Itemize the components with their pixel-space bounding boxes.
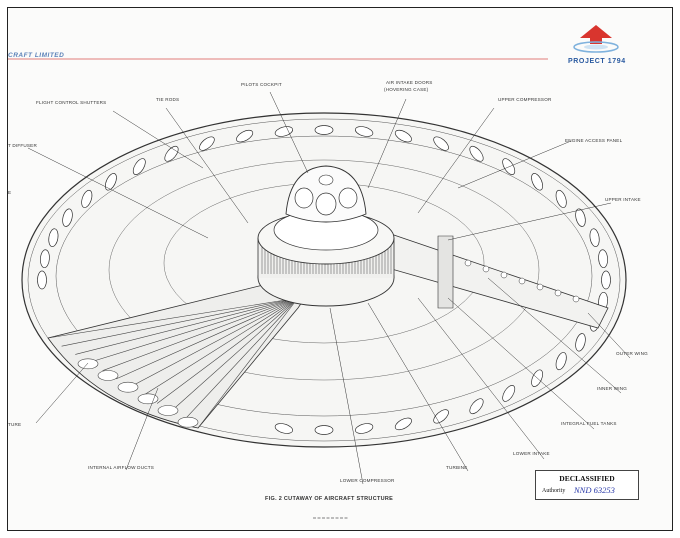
figure-caption: FIG. 2 CUTAWAY OF AIRCRAFT STRUCTURE xyxy=(265,496,394,502)
duct-outlet xyxy=(117,381,139,393)
shutter-oval xyxy=(236,129,254,143)
wing-hole xyxy=(482,265,490,273)
label-engine-access-panel: ENGINE ACCESS PANEL xyxy=(565,138,623,143)
shutter-oval xyxy=(354,126,374,137)
shutter-oval xyxy=(394,417,412,431)
shutter-oval xyxy=(132,158,146,175)
shutter-oval xyxy=(314,425,334,435)
shutter-oval xyxy=(531,173,544,191)
duct-outlet xyxy=(77,358,99,370)
duct-line xyxy=(170,297,299,412)
shutter-oval xyxy=(81,189,93,208)
wing-hole xyxy=(554,289,562,297)
label-diffuser: T DIFFUSER xyxy=(8,143,37,148)
internal-airflow-ducts xyxy=(47,297,299,429)
label-upper-intake: UPPER INTAKE xyxy=(605,197,641,202)
shutter-oval xyxy=(274,126,294,137)
duct-line xyxy=(61,297,299,347)
cutaway-drawing xyxy=(8,25,631,519)
shutter-oval xyxy=(62,208,73,227)
wing-hole xyxy=(464,259,472,267)
label-lower-compressor: LOWER COMPRESSOR xyxy=(340,478,395,483)
stamp-title: DECLASSIFIED xyxy=(559,474,615,483)
duct-line xyxy=(47,297,299,339)
shutter-oval xyxy=(354,423,374,434)
label-tie-rods: TIE RODS xyxy=(156,97,180,102)
label-partial-left: E xyxy=(8,190,12,195)
duct-outlet xyxy=(177,416,199,428)
duct-line xyxy=(197,297,299,429)
shutter-oval xyxy=(575,208,586,227)
shutter-oval xyxy=(40,249,50,269)
cutaway-wedge xyxy=(47,269,325,429)
duct-line xyxy=(129,297,299,388)
shutter-oval xyxy=(433,136,449,151)
label-integral-fuel-tanks: INTEGRAL FUEL TANKS xyxy=(561,421,617,426)
label-turbine: TURBINE xyxy=(446,465,468,470)
shutter-oval xyxy=(555,189,567,208)
shutter-oval xyxy=(598,249,608,269)
duct-line xyxy=(143,297,299,396)
shutter-oval xyxy=(502,158,516,175)
saucer-house-logo-icon xyxy=(573,25,619,53)
stamp-authority-value: NND 63253 xyxy=(574,485,615,495)
flight-control-shutters xyxy=(37,125,611,435)
shutter-oval xyxy=(601,270,611,290)
label-inner-wing: INNER WING xyxy=(597,386,628,391)
label-partial-ture: TURE xyxy=(8,422,22,427)
duct-line xyxy=(184,297,299,421)
label-lower-intake: LOWER INTAKE xyxy=(513,451,550,456)
wing-hole xyxy=(518,277,526,285)
label-upper-compressor: UPPER COMPRESSOR xyxy=(498,97,552,102)
shutter-oval xyxy=(104,173,117,191)
shutter-oval xyxy=(199,136,215,151)
duct-line xyxy=(75,297,299,355)
label-air-intake-doors: AIR INTAKE DOORS xyxy=(386,80,433,85)
duct-line xyxy=(116,297,299,380)
label-flight-control-shutters: FLIGHT CONTROL SHUTTERS xyxy=(36,100,107,105)
leader-lines xyxy=(27,91,631,485)
label-outer-wing: OUTER WING xyxy=(616,351,648,356)
duct-line xyxy=(88,297,299,363)
duct-outlet xyxy=(157,405,179,416)
shutter-oval xyxy=(589,228,600,247)
stamp-authority-label: Authority xyxy=(542,488,566,494)
label-pilots-cockpit: PILOTS COCKPIT xyxy=(241,82,282,87)
fuel-tank-openings xyxy=(464,259,580,303)
shutter-oval xyxy=(469,398,484,415)
company-name: CRAFT LIMITED xyxy=(8,52,65,59)
wing-hole xyxy=(572,295,580,303)
label-internal-airflow-ducts: INTERNAL AIRFLOW DUCTS xyxy=(88,465,154,470)
project-title: PROJECT 1794 xyxy=(568,58,626,65)
wing-hole xyxy=(500,271,508,279)
shutter-oval xyxy=(48,228,59,247)
label-hovering-case: (HOVERING CASE) xyxy=(384,87,429,92)
duct-outlet xyxy=(97,370,119,381)
wing-hole xyxy=(536,283,544,291)
shutter-oval xyxy=(469,145,484,162)
declassified-stamp: DECLASSIFIED Authority NND 63253 xyxy=(535,470,639,500)
duct-line xyxy=(156,297,299,404)
shutter-oval xyxy=(314,125,334,135)
shutter-oval xyxy=(502,385,516,402)
shutter-oval xyxy=(37,270,47,290)
shutter-oval xyxy=(575,333,586,352)
duct-line xyxy=(102,297,299,371)
shutter-oval xyxy=(555,352,567,371)
shutter-oval xyxy=(394,129,412,143)
shutter-oval xyxy=(274,423,294,434)
document-sheet: CRAFT LIMITED PROJECT 1794 PILOTS COCKPI… xyxy=(7,7,673,531)
